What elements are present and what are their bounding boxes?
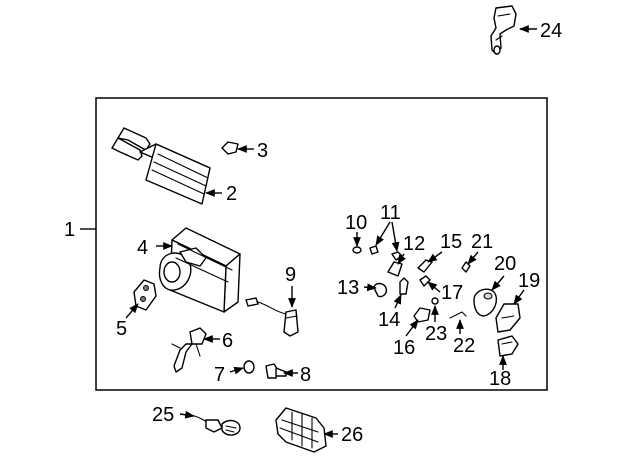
part-16-bracket xyxy=(413,307,431,323)
part-4-evaporator-case xyxy=(158,227,241,313)
callout-3: 3 xyxy=(257,140,268,162)
leader-19 xyxy=(513,289,525,305)
callout-13: 13 xyxy=(337,277,359,299)
callout-10: 10 xyxy=(345,212,367,234)
callout-9: 9 xyxy=(285,264,296,286)
callout-21: 21 xyxy=(471,231,493,253)
callout-24: 24 xyxy=(540,20,562,42)
part-19-motor xyxy=(495,303,521,333)
part-15-lever xyxy=(417,259,433,273)
leader-7 xyxy=(229,366,244,375)
assembly-frame xyxy=(95,97,548,391)
part-3-clip xyxy=(221,141,239,155)
part-6-expansion-valve xyxy=(171,327,207,373)
leader-11b xyxy=(391,221,400,252)
leader-16 xyxy=(405,319,419,337)
leader-21 xyxy=(467,251,479,265)
part-26-filter xyxy=(275,407,327,453)
callout-5: 5 xyxy=(116,318,127,340)
part-8-bolt xyxy=(265,363,287,379)
part-13-clip xyxy=(373,282,388,298)
callout-8: 8 xyxy=(300,364,311,386)
callout-17: 17 xyxy=(441,282,463,304)
callout-14: 14 xyxy=(378,309,400,331)
callout-22: 22 xyxy=(453,335,475,357)
callout-1: 1 xyxy=(64,219,75,241)
callout-7: 7 xyxy=(214,364,225,386)
callout-26: 26 xyxy=(341,424,363,446)
part-14-link xyxy=(399,277,409,295)
callout-20: 20 xyxy=(494,253,516,275)
part-10-grommet xyxy=(352,246,362,254)
callout-19: 19 xyxy=(518,270,540,292)
leader-13 xyxy=(363,283,377,292)
leader-17 xyxy=(427,281,441,293)
part-17-pin xyxy=(419,275,431,287)
part-5-gasket xyxy=(133,279,157,311)
part-2-heater-core xyxy=(111,127,211,205)
callout-12: 12 xyxy=(403,233,425,255)
callout-16: 16 xyxy=(393,337,415,359)
part-18-housing xyxy=(497,335,519,357)
part-23-pin xyxy=(431,297,439,305)
part-9-sensor xyxy=(245,297,299,337)
part-20-actuator-motor xyxy=(473,288,498,317)
leader-20 xyxy=(491,275,505,291)
callout-18: 18 xyxy=(489,368,511,390)
callout-25: 25 xyxy=(152,404,174,426)
leader-25 xyxy=(179,410,195,419)
leader-14 xyxy=(393,294,402,309)
leader-12 xyxy=(397,253,406,265)
part-7-cap xyxy=(243,360,255,374)
leader-15 xyxy=(427,251,443,263)
part-22-rod xyxy=(449,311,467,319)
callout-15: 15 xyxy=(440,231,462,253)
callout-23: 23 xyxy=(425,323,447,345)
callout-2: 2 xyxy=(226,183,237,205)
part-24-bracket xyxy=(490,5,517,55)
leader-5 xyxy=(125,303,139,319)
callout-4: 4 xyxy=(137,237,148,259)
part-12-actuator xyxy=(387,261,403,277)
part-25-sensor xyxy=(185,413,241,436)
callout-11: 11 xyxy=(380,202,401,224)
callout-6: 6 xyxy=(222,330,233,352)
leader-11a xyxy=(375,221,391,246)
